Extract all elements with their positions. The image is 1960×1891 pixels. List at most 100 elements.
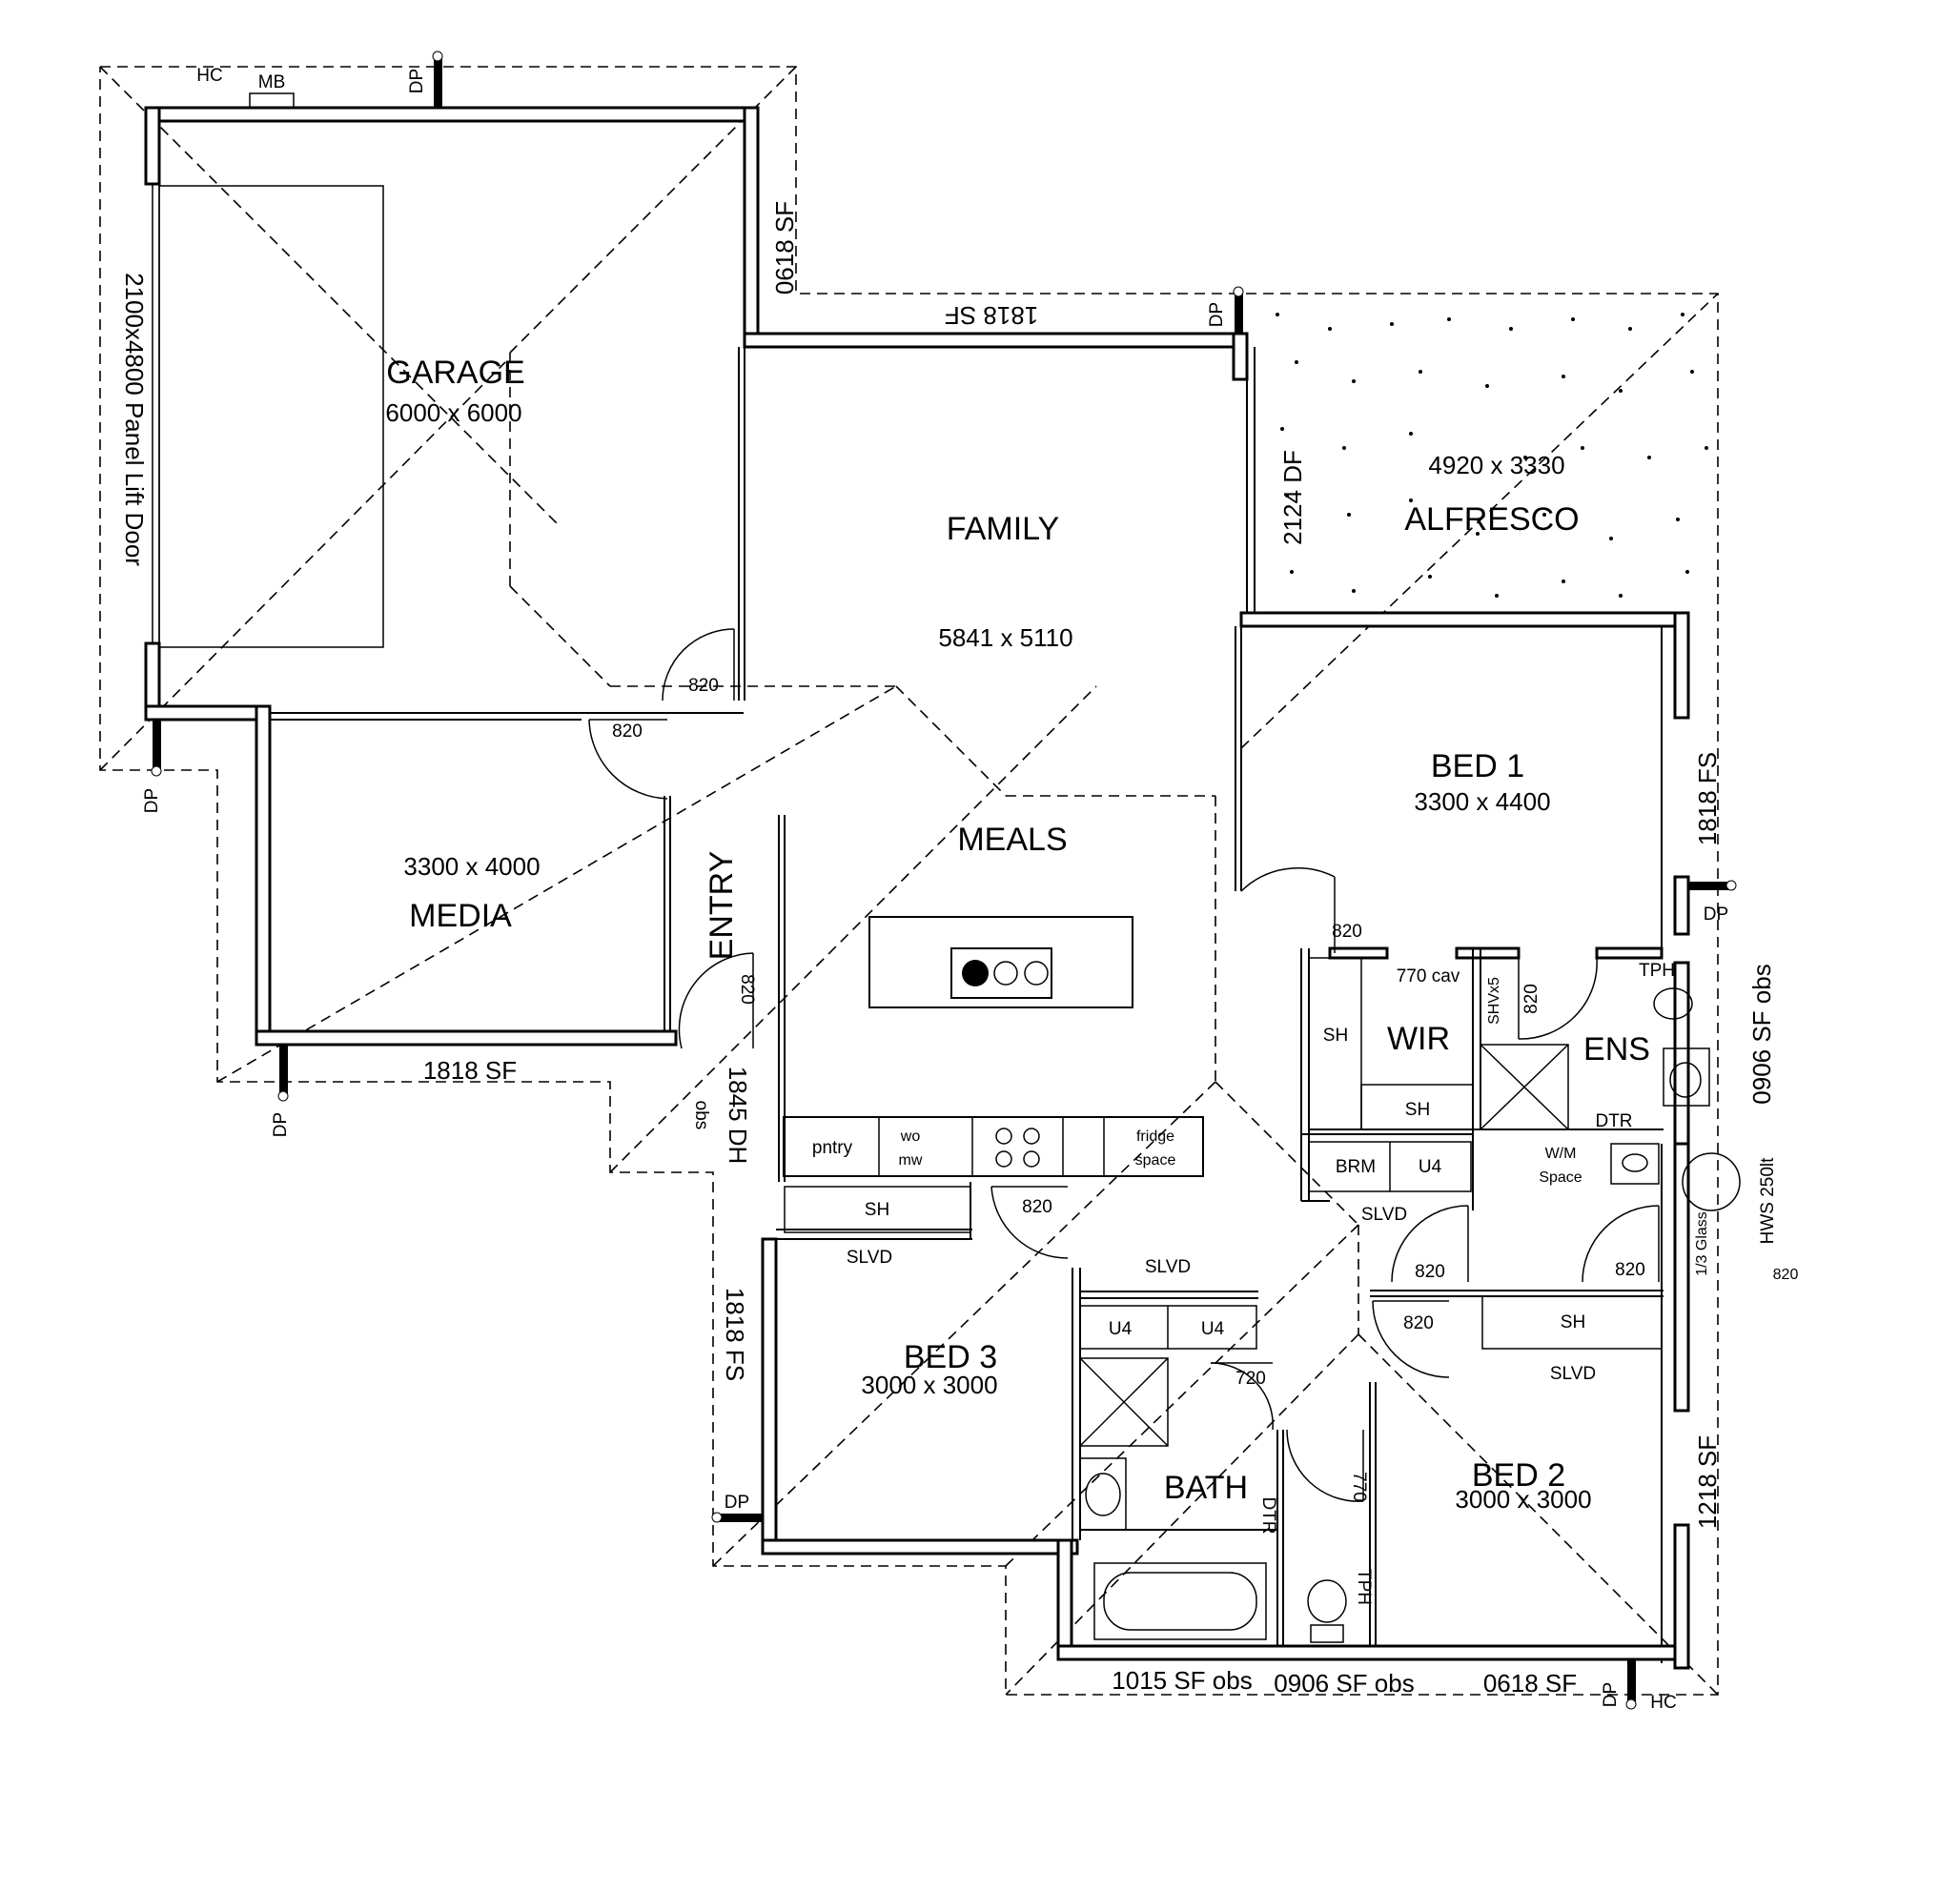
bed1-dims: 3300 x 4400: [1414, 787, 1550, 816]
shv-label: SHVx5: [1486, 977, 1502, 1025]
garage-car-space: [158, 185, 384, 648]
bed2-bottom-window-label: 0618 SF: [1483, 1669, 1577, 1698]
dtr-bath-label: DTR: [1258, 1496, 1278, 1534]
bath-vanity: [1079, 1457, 1127, 1531]
u4-laundry-label: U4: [1419, 1157, 1442, 1177]
microwave-label: mw: [899, 1152, 923, 1169]
slvd-hall-label: SLVD: [1145, 1257, 1191, 1277]
slvd-laundry-label: SLVD: [1361, 1205, 1407, 1225]
alfresco-dims: 4920 x 3330: [1428, 451, 1564, 479]
brm-label: BRM: [1336, 1157, 1376, 1177]
door-bath-label: 720: [1235, 1369, 1266, 1389]
bed2-robe: [1481, 1295, 1663, 1350]
garage-name: GARAGE: [386, 355, 524, 391]
media-name: MEDIA: [409, 898, 512, 934]
downpipes: [151, 51, 1737, 1710]
sh-bed2-label: SH: [1561, 1312, 1585, 1332]
ens-window-label: 0906 SF obs: [1747, 964, 1776, 1104]
bed3-robe: [784, 1186, 971, 1233]
wm-space-label-2: Space: [1539, 1169, 1582, 1186]
hc-top-label: HC: [196, 66, 222, 86]
wm-space-label-1: W/M: [1545, 1146, 1577, 1162]
wir-shelf-bottom: [1360, 1084, 1474, 1130]
garage-window-label: 0618 SF: [770, 201, 799, 295]
bed3-name: BED 3: [904, 1339, 997, 1375]
entry-window-obs: obs: [691, 1101, 711, 1130]
garage-door-label: 2100x4800 Panel Lift Door: [120, 273, 149, 566]
family-dims: 5841 x 5110: [938, 623, 1072, 652]
ens-toilet: [1653, 987, 1693, 1020]
bath-shower: [1079, 1357, 1169, 1447]
dp-bed2-label: DP: [1601, 1682, 1621, 1707]
media-dims: 3300 x 4000: [403, 852, 540, 881]
pantry-label: pntry: [812, 1138, 853, 1158]
garage-dims: 6000 x 6000: [385, 398, 521, 427]
dp-bed1-label: DP: [1704, 905, 1728, 925]
dp-family-label: DP: [1207, 302, 1227, 327]
bed3-dims: 3000 x 3000: [861, 1371, 997, 1399]
sh-wir-left-label: SH: [1323, 1026, 1348, 1046]
bed1-window-label: 1818 FS: [1693, 752, 1722, 845]
laundry-tub: [1610, 1143, 1660, 1185]
mb-label: MB: [258, 72, 286, 92]
bed1-name: BED 1: [1431, 748, 1524, 784]
alfresco-door-label: 2124 DF: [1278, 450, 1307, 545]
kitchen-bench: [783, 1116, 1204, 1177]
bed2-window-label: 1218 SF: [1693, 1435, 1722, 1529]
dtr-ens-label: DTR: [1595, 1111, 1632, 1131]
entry-name: ENTRY: [704, 851, 740, 961]
glass-label: 1/3 Glass: [1694, 1211, 1710, 1276]
kitchen-island: [868, 916, 1133, 1008]
door-bed2-label: 820: [1403, 1313, 1434, 1333]
bed2-dims: 3000 x 3000: [1455, 1485, 1591, 1514]
ens-shower: [1480, 1044, 1569, 1130]
ens-vanity: [1663, 1047, 1710, 1107]
fridge-space-label: space: [1135, 1152, 1176, 1169]
tph-wc-label: TPH: [1354, 1569, 1374, 1605]
tph-ens-label: TPH: [1639, 961, 1675, 981]
sh-wir-bottom-label: SH: [1405, 1100, 1430, 1120]
family-name: FAMILY: [947, 511, 1059, 547]
door-media-label: 820: [612, 722, 643, 742]
dp-top-label: DP: [407, 69, 427, 93]
u4-a-label: U4: [1109, 1319, 1133, 1339]
door-swings: [588, 628, 1660, 1502]
sh-bed3-label: SH: [865, 1200, 889, 1220]
door-ens-label: 820: [1521, 984, 1541, 1014]
bath-window-label: 1015 SF obs: [1112, 1666, 1252, 1695]
door-laundry-label: 820: [1615, 1260, 1645, 1280]
door-bed3-label: 820: [1022, 1197, 1052, 1217]
alfresco-hatch: [1276, 313, 1708, 598]
meals-name: MEALS: [957, 822, 1067, 858]
entry-window-label: 1845 DH: [724, 1067, 752, 1165]
wc-window-label: 0906 SF obs: [1274, 1669, 1414, 1698]
fridge-label: fridge: [1136, 1128, 1174, 1145]
alfresco-name: ALFRESCO: [1404, 501, 1579, 538]
wir-shelf-left: [1308, 957, 1362, 1130]
dp-media-label: DP: [271, 1112, 291, 1137]
door-hall-label: 820: [1415, 1262, 1445, 1282]
door-wc-label: 770: [1349, 1472, 1369, 1502]
cav-label: 770 cav: [1397, 966, 1460, 986]
wc-toilet: [1307, 1579, 1347, 1623]
media-window-label: 1818 SF: [423, 1056, 517, 1085]
hws-unit: [1682, 1152, 1741, 1211]
slvd-bed3-label: SLVD: [847, 1248, 892, 1268]
roof-outline: [99, 66, 1719, 1696]
hc-bottom-label: HC: [1650, 1693, 1676, 1713]
door-ext-label: 820: [1773, 1267, 1799, 1283]
dp-bed3-label: DP: [725, 1493, 749, 1513]
u4-b-label: U4: [1201, 1319, 1225, 1339]
bed2-name: BED 2: [1472, 1457, 1565, 1494]
bed3-window-label: 1818 FS: [721, 1288, 749, 1381]
wir-name: WIR: [1387, 1021, 1450, 1057]
bathtub: [1093, 1562, 1267, 1640]
slvd-bed2-label: SLVD: [1550, 1364, 1596, 1384]
hws-label: HWS 250lt: [1758, 1157, 1778, 1245]
dp-garage-label: DP: [142, 788, 162, 813]
door-bed1-label: 820: [1332, 922, 1362, 942]
wall-oven-label: wo: [900, 1128, 921, 1145]
meter-box: [249, 92, 295, 109]
family-window-label: 1818 SF: [945, 301, 1038, 330]
